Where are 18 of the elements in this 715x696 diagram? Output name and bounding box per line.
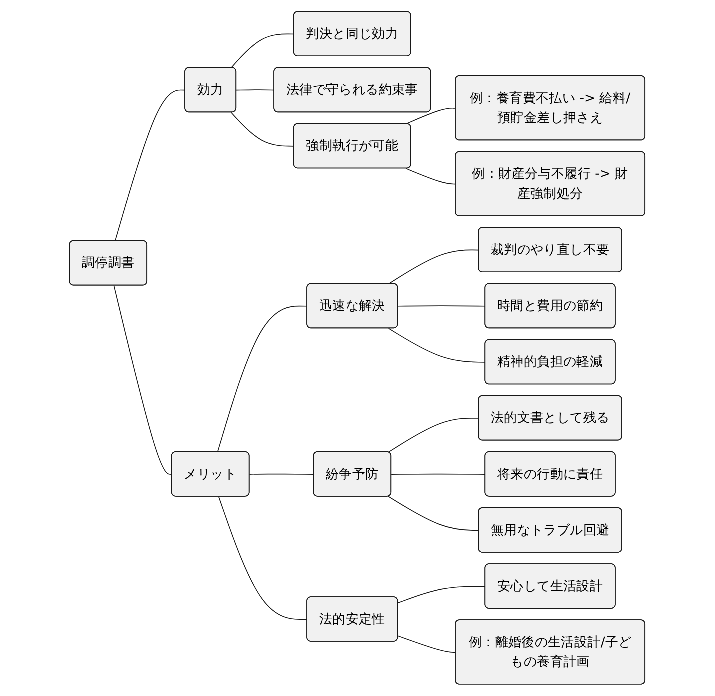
connector: [388, 418, 480, 453]
connector: [231, 34, 295, 68]
connector: [388, 496, 480, 532]
connector: [218, 496, 308, 620]
connector: [398, 306, 486, 307]
connector: [398, 636, 456, 654]
connector: [114, 285, 173, 475]
connector: [391, 474, 486, 475]
connector: [231, 112, 295, 147]
connector: [398, 586, 486, 604]
connector: [406, 108, 456, 125]
connector: [115, 90, 186, 242]
connector: [388, 250, 480, 284]
connector: [236, 90, 276, 91]
connector: [249, 474, 315, 475]
connector: [406, 168, 456, 185]
connector: [388, 328, 486, 363]
connector: [218, 306, 308, 453]
